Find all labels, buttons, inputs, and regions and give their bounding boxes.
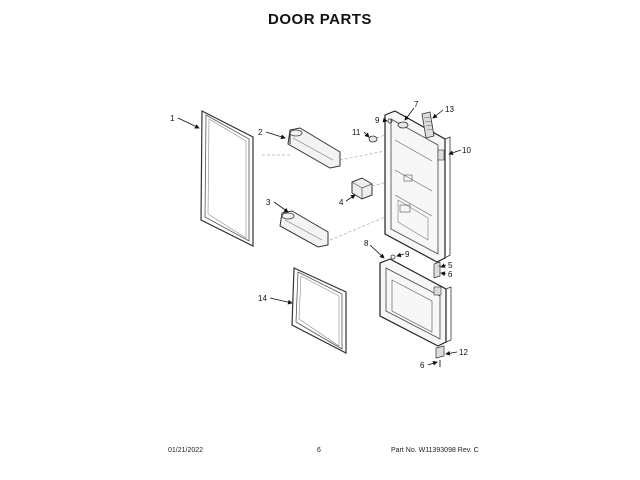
footer-date: 01/21/2022 [168,447,204,454]
callout-1: 1 [170,114,175,123]
lower-door [379,258,452,347]
upper-door-bin [287,127,341,169]
door-plug [368,135,378,143]
upper-door [384,110,451,263]
callout-12: 12 [459,348,468,357]
upper-door-gasket [200,110,254,247]
lower-door-bin [279,210,329,248]
callout-8: 8 [364,239,369,248]
callout-4: 4 [339,198,344,207]
callout-11: 11 [352,128,361,137]
callout-9a: 9 [375,116,380,125]
lower-screw [390,254,396,260]
callout-5: 5 [448,261,453,270]
callout-6b: 6 [420,361,425,370]
callout-14: 14 [258,294,267,303]
callout-labels: 1 2 3 4 5 6 6 7 8 9 9 10 11 12 13 14 [170,100,471,370]
middle-hinge-parts [433,261,441,279]
upper-screw [387,118,393,124]
callout-7: 7 [414,100,419,109]
footer-part-info: Part No. W11393098 Rev. C [391,447,479,454]
lower-door-gasket [291,267,347,354]
callout-3: 3 [266,198,271,207]
page-title: DOOR PARTS [268,11,372,28]
callout-9b: 9 [405,250,410,259]
callout-10: 10 [462,146,471,155]
callout-6a: 6 [448,270,453,279]
dairy-bin [351,177,373,200]
callout-13: 13 [445,105,454,114]
callout-leaders [177,107,462,366]
door-label-plate [421,111,435,139]
callout-2: 2 [258,128,263,137]
bottom-hinge-parts [435,345,445,367]
footer-page-number: 6 [317,447,321,454]
hinge-cover [397,121,409,129]
